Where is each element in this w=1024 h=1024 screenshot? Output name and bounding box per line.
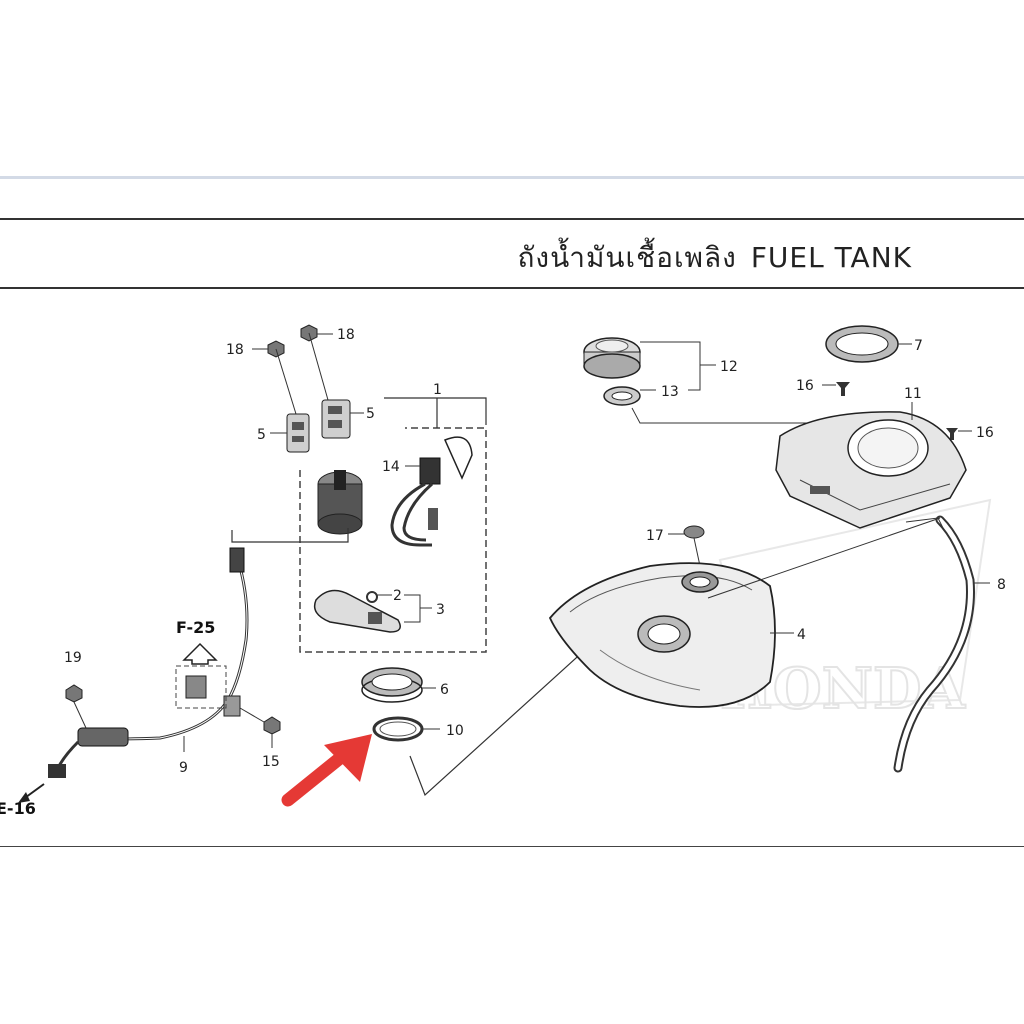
screw-part-16-right	[946, 428, 958, 440]
f25-direction-icon	[182, 642, 218, 665]
label-part-16-top: 16	[796, 378, 814, 394]
fuel-cap-part-12	[583, 337, 641, 379]
pump-plate-part-3	[313, 589, 401, 633]
label-part-18-right: 18	[337, 327, 355, 343]
nut-part-18-left	[267, 340, 297, 415]
diagram-title: ถังน้ำมันเชื้อเพลิง FUEL TANK	[503, 236, 912, 280]
label-part-16-right: 16	[976, 425, 994, 441]
label-part-18-left: 18	[226, 342, 244, 358]
diagram-frame-top	[0, 218, 1024, 220]
highlight-arrow	[281, 734, 372, 807]
label-part-13: 13	[661, 384, 679, 400]
wire-part-9	[48, 547, 249, 778]
hose-part-8	[893, 515, 975, 773]
screw-part-2	[366, 591, 378, 603]
label-part-8: 8	[997, 577, 1006, 593]
title-thai: ถังน้ำมันเชื้อเพลิง	[517, 241, 737, 274]
label-part-17: 17	[646, 528, 664, 544]
title-english: FUEL TANK	[750, 241, 912, 274]
bolt-part-19	[65, 684, 87, 729]
screw-part-16-top	[836, 382, 850, 396]
gasket-part-6	[361, 667, 423, 703]
label-part-1: 1	[433, 382, 442, 398]
clip-detail-box	[175, 665, 227, 709]
label-part-5-right: 5	[366, 406, 375, 422]
tank-cover-part-11	[775, 411, 967, 529]
label-part-14: 14	[382, 459, 400, 475]
label-part-6: 6	[440, 682, 449, 698]
bracket-part-5-right	[321, 399, 351, 439]
label-part-9: 9	[179, 760, 188, 776]
label-part-15: 15	[262, 754, 280, 770]
label-part-7: 7	[914, 338, 923, 354]
diagram-title-divider	[0, 287, 1024, 289]
ref-e16: E-16	[0, 799, 36, 818]
header-divider	[0, 176, 1024, 179]
fuel-tank-part-4	[548, 562, 776, 708]
o-ring-part-10	[372, 716, 424, 742]
label-part-2: 2	[393, 588, 402, 604]
cap-part-17	[683, 525, 705, 567]
label-part-19: 19	[64, 650, 82, 666]
ref-f25: F-25	[176, 618, 215, 637]
bracket-part-5-left	[286, 413, 310, 453]
label-part-10: 10	[446, 723, 464, 739]
fuel-pump-group-box	[299, 427, 487, 653]
label-part-4: 4	[797, 627, 806, 643]
cap-gasket-part-13	[603, 386, 641, 406]
bolt-part-15	[239, 707, 281, 748]
fuel-pump	[317, 470, 363, 535]
nut-part-18-right	[300, 324, 329, 401]
label-part-5-left: 5	[257, 427, 266, 443]
wire-harness-part-14	[390, 436, 473, 547]
ring-part-7	[825, 325, 899, 363]
label-part-12: 12	[720, 359, 738, 375]
label-part-11: 11	[904, 386, 922, 402]
label-part-3: 3	[436, 602, 445, 618]
diagram-frame-bottom	[0, 846, 1024, 847]
